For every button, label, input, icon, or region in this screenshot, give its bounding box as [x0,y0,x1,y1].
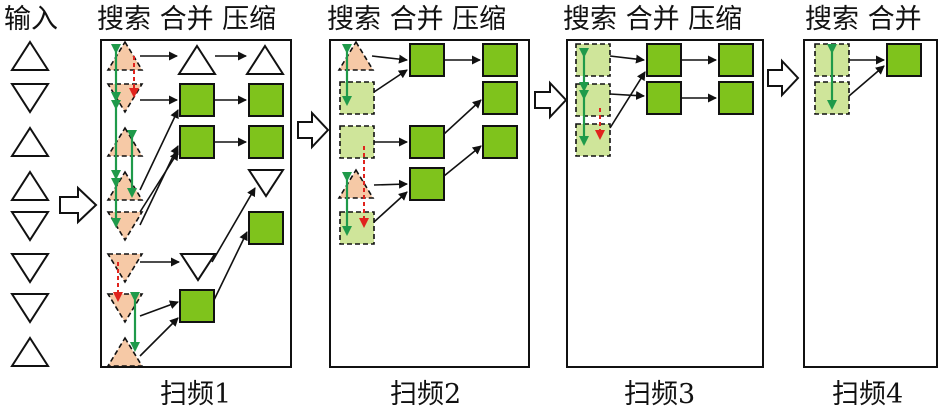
input-triangle-up [10,170,50,201]
flow-line [139,109,179,191]
search-square [575,83,611,117]
search-triangle [106,336,144,367]
merge-square [179,289,215,323]
compress-square [248,211,284,245]
stage1-header: 搜索 合并 压缩 [97,4,276,35]
compress-square [482,43,518,77]
merge-square [646,81,682,115]
sweep2-content [337,40,518,245]
sweep4-panel [803,39,938,368]
search-square [575,43,611,77]
sweep3-content [575,43,754,157]
stage3-header: 搜索 合并 压缩 [563,4,742,35]
flow-line [848,65,885,97]
flow-line [139,300,179,317]
flow-arrow-icon [297,110,330,150]
flow-line [373,69,408,93]
sweep1-label: 扫频1 [160,379,231,410]
compress-triangle-up [245,44,285,75]
flow-arrow-icon [59,185,98,225]
input-column [10,40,50,367]
merge-square [646,43,682,77]
input-triangle-down [10,83,50,114]
compress-square [248,125,284,159]
flow-line [211,187,256,263]
flow-line [373,191,408,223]
flow-line [139,145,179,226]
merge-square [886,43,922,77]
sweep4-content [814,43,922,115]
flow-line [443,145,482,177]
merge-triangle-down [179,253,217,282]
search-square [339,125,375,159]
merge-square [409,125,445,159]
input-triangle-down [10,253,50,284]
stage4-header: 搜索 合并 [805,4,922,35]
search-square [339,81,375,115]
compress-triangle-down [247,169,285,198]
flow-line [213,231,248,301]
sweep2-label: 扫频2 [390,379,461,410]
merge-square [409,167,445,201]
compress-square [718,81,754,115]
search-square [575,123,611,157]
stage2-header: 搜索 合并 压缩 [327,4,506,35]
flow-line [373,179,408,189]
flow-arrow-icon [767,58,800,98]
compress-square [718,43,754,77]
flow-line [609,54,645,64]
input-triangle-up [10,336,50,367]
sweep4-label: 扫频4 [832,379,903,410]
flow-line [443,99,482,135]
flow-line [139,317,179,357]
flow-line [609,71,646,129]
input-triangle-down [10,211,50,242]
merge-triangle-up [177,44,217,75]
flow-line [139,151,179,213]
search-square [339,211,375,245]
input-triangle-up [10,126,50,157]
merge-square [409,43,445,77]
compress-square [248,83,284,117]
compress-square [482,125,518,159]
flow-line [609,91,645,101]
flow-line [371,54,408,64]
search-triangle [106,253,144,284]
flow-arrow-icon [534,80,568,120]
input-triangle-down [10,293,50,324]
compress-square [482,81,518,115]
sweep3-label: 扫频3 [624,379,695,410]
input-label: 输入 [4,4,58,35]
input-triangle-up [10,40,50,71]
sweep1-content [106,40,285,367]
merge-square [179,125,215,159]
merge-square [179,83,215,117]
flow-arrows [59,58,800,225]
